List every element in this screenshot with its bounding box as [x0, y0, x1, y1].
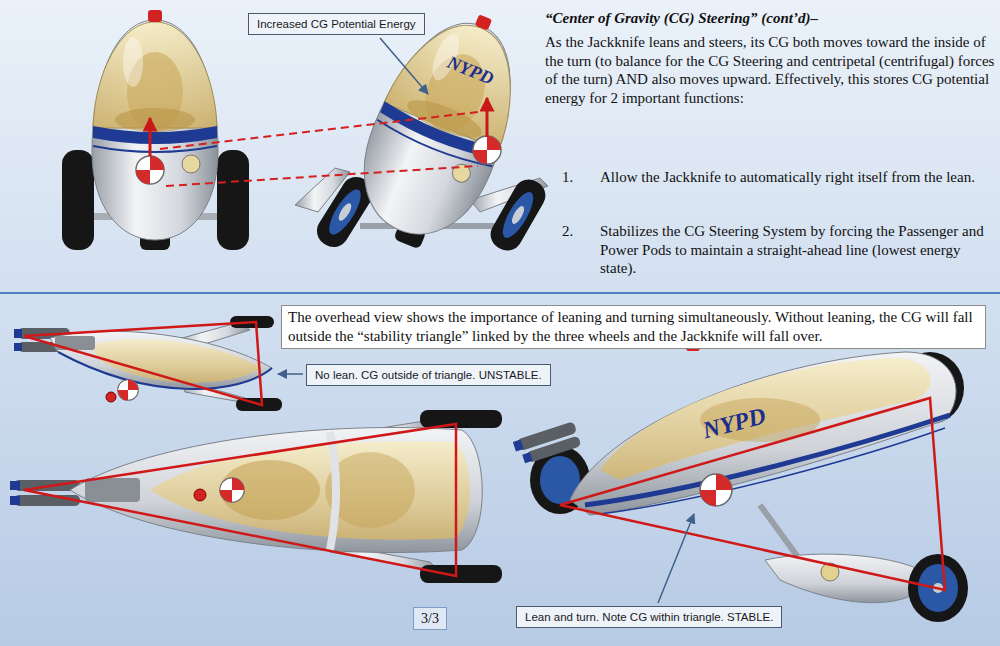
leaning-view-vehicle: [510, 204, 527, 225]
overhead-view-large: [330, 432, 336, 550]
list-item: Stabilizes the CG Steering System by for…: [600, 222, 995, 278]
callout-box: Increased CG Potential Energy: [248, 13, 425, 35]
front-view-vehicle: [62, 10, 249, 250]
box-text: Increased CG Potential Energy: [257, 17, 416, 31]
overhead-view-large: [70, 428, 482, 553]
overhead-view-large: [10, 481, 20, 490]
overhead-view-large: [85, 478, 140, 502]
leader-arrow: [380, 38, 428, 94]
stability-triangle: [24, 322, 262, 405]
perspective-view-lean: [513, 340, 968, 622]
cg-height-guide: [160, 112, 478, 149]
cg-symbol: [220, 478, 244, 502]
box-text: The overhead view shows the importance o…: [288, 308, 979, 346]
slide-heading: “Center of Gravity (CG) Steering” (cont’…: [545, 10, 995, 27]
front-view-vehicle: [62, 150, 94, 250]
leaning-view-vehicle: [485, 174, 551, 256]
leaning-view-vehicle: [336, 201, 353, 222]
box-text: Lean and turn. Note CG within triangle. …: [525, 610, 773, 624]
perspective-view-lean: [522, 452, 532, 463]
perspective-view-lean: [570, 352, 956, 515]
overhead-view-large: [194, 489, 206, 501]
divider-line: [0, 292, 1000, 294]
overhead-view-large: [420, 565, 502, 583]
perspective-view-lean: [600, 428, 945, 514]
note-box: The overhead view shows the importance o…: [281, 305, 986, 349]
overhead-view-large: [14, 495, 80, 506]
page-number-box: 3/3: [413, 607, 447, 630]
list-number: 1.: [562, 168, 573, 187]
overhead-view-no-lean: [58, 352, 272, 389]
stability-triangle: [560, 398, 945, 590]
overhead-view-no-lean: [14, 316, 282, 411]
cg-symbol: [136, 156, 164, 184]
box-text: No lean. CG outside of triangle. UNSTABL…: [315, 368, 542, 382]
perspective-view-lean: [513, 439, 524, 451]
cg-symbol: [473, 136, 501, 164]
callout-box: No lean. CG outside of triangle. UNSTABL…: [306, 364, 551, 386]
cg-height-guide: [160, 112, 478, 186]
perspective-view-lean: [526, 435, 582, 462]
overhead-view-no-lean: [14, 343, 22, 351]
overhead-view-large: [220, 460, 320, 520]
overhead-view-no-lean: [50, 331, 272, 389]
perspective-view-lean: [600, 358, 931, 480]
cg-arrow: [486, 98, 489, 137]
list-item: Allow the Jackknife to automatically rig…: [600, 168, 995, 187]
leader-arrow: [658, 514, 694, 603]
leader-arrow: [278, 373, 303, 375]
overhead-view-no-lean: [14, 329, 22, 338]
perspective-view-lean: [513, 421, 582, 466]
box-text: 3/3: [421, 610, 439, 627]
perspective-view-lean: [765, 554, 930, 603]
leaning-view-vehicle: [341, 0, 544, 254]
leaning-view-vehicle: [497, 188, 539, 242]
stability-triangle: [24, 424, 456, 576]
front-view-vehicle: [92, 10, 218, 240]
overhead-view-no-lean: [106, 392, 116, 402]
overhead-view-large: [10, 410, 502, 583]
cg-arrow: [149, 118, 152, 156]
overhead-view-large: [420, 410, 502, 428]
overhead-view-large: [10, 496, 20, 505]
front-view-vehicle: [217, 150, 249, 250]
cg-height-guide: [166, 166, 478, 186]
cg-symbol: [700, 474, 732, 506]
leaning-view-vehicle: [485, 174, 551, 256]
body-text: As the Jackknife leans and steers, its C…: [545, 33, 995, 107]
callout-box: Lean and turn. Note CG within triangle. …: [516, 606, 782, 628]
list-number: 2.: [562, 222, 573, 241]
leaning-view-vehicle: [324, 185, 367, 239]
cg-symbol: [118, 380, 139, 401]
